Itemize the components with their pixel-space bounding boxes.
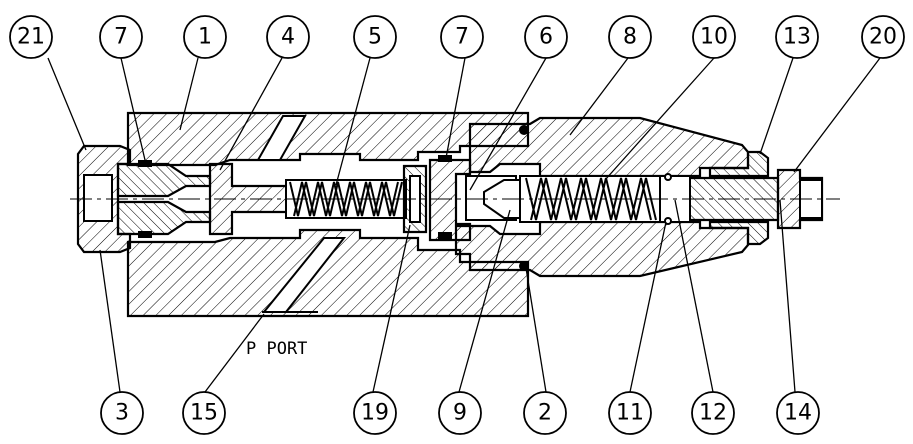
lock-nut-13-lower xyxy=(708,220,770,246)
o-ring-2-top xyxy=(519,125,529,135)
svg-text:11: 11 xyxy=(616,401,644,426)
o-rings-7 xyxy=(138,155,452,239)
p-port-passage xyxy=(256,115,307,161)
balloon-6: 6 xyxy=(524,15,568,59)
svg-text:12: 12 xyxy=(699,401,727,426)
seat-3-lower xyxy=(116,200,212,236)
balloon-15: 15 xyxy=(182,391,226,435)
svg-text:8: 8 xyxy=(623,25,637,50)
svg-text:4: 4 xyxy=(281,25,295,50)
balloon-5: 5 xyxy=(353,15,397,59)
balloon-19: 19 xyxy=(353,391,397,435)
balloon-11: 11 xyxy=(608,391,652,435)
svg-text:14: 14 xyxy=(784,401,812,426)
balloon-14: 14 xyxy=(776,391,820,435)
svg-text:9: 9 xyxy=(453,401,467,426)
bonnet-lower xyxy=(454,220,750,278)
svg-text:7: 7 xyxy=(455,25,469,50)
leader-lines xyxy=(47,57,881,393)
balloon-4: 4 xyxy=(266,15,310,59)
seat-3 xyxy=(116,162,212,198)
svg-text:5: 5 xyxy=(368,25,382,50)
plug-hex-socket xyxy=(83,174,113,222)
balloon-7-left: 7 xyxy=(99,15,143,59)
svg-text:10: 10 xyxy=(700,25,728,50)
o-ring-11-top xyxy=(664,173,672,181)
balloon-8: 8 xyxy=(608,15,652,59)
balloon-10: 10 xyxy=(692,15,736,59)
svg-text:3: 3 xyxy=(115,401,129,426)
balloon-13: 13 xyxy=(775,15,819,59)
svg-text:2: 2 xyxy=(538,401,552,426)
svg-text:13: 13 xyxy=(783,25,811,50)
svg-text:7: 7 xyxy=(114,25,128,50)
balloon-21: 21 xyxy=(9,15,53,59)
p-port-label: P PORT xyxy=(246,339,307,359)
lock-nut-13 xyxy=(708,150,770,178)
svg-text:19: 19 xyxy=(361,401,389,426)
svg-text:1: 1 xyxy=(198,25,212,50)
svg-text:15: 15 xyxy=(190,401,218,426)
balloon-9: 9 xyxy=(438,391,482,435)
balloon-3: 3 xyxy=(100,391,144,435)
bonnet-upper xyxy=(468,116,750,178)
balloon-7-right: 7 xyxy=(440,15,484,59)
balloon-12: 12 xyxy=(691,391,735,435)
balloon-20: 20 xyxy=(861,15,905,59)
o-ring-2-bottom xyxy=(519,261,529,271)
pilot-seat-6 xyxy=(428,158,472,242)
svg-text:6: 6 xyxy=(539,25,553,50)
svg-text:21: 21 xyxy=(17,25,45,50)
valve-body-upper xyxy=(126,111,530,167)
svg-text:20: 20 xyxy=(869,25,897,50)
balloon-2: 2 xyxy=(523,391,567,435)
balloon-1: 1 xyxy=(183,15,227,59)
